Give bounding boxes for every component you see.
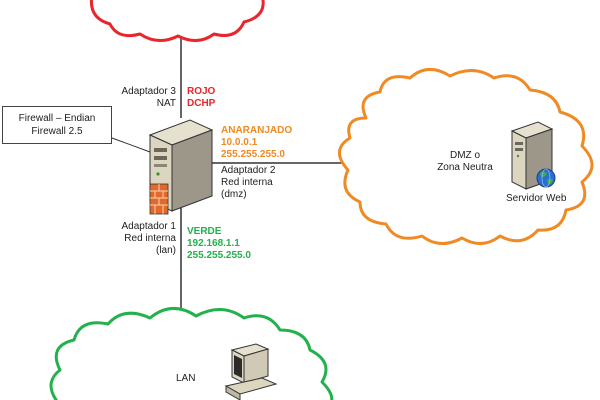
globe-icon [536, 168, 556, 188]
green-adapter-alias: (lan) [155, 245, 176, 256]
orange-interface-name: ANARANJADO [221, 125, 293, 136]
firewall-version: Firewall 2.5 [31, 126, 83, 137]
firewall-title: Firewall – Endian [18, 113, 96, 124]
dmz-label-line2: Zona Neutra [437, 162, 493, 173]
red-adapter-info: Adaptador 3 NAT [90, 86, 177, 110]
green-adapter-label: Adaptador 1 [121, 221, 177, 232]
green-interface-mask: 255.255.255.0 [187, 250, 251, 261]
orange-adapter-info: Adaptador 2 Red interna (dmz) [221, 165, 276, 201]
orange-interface-mask: 255.255.255.0 [221, 149, 285, 160]
red-interface-config: DCHP [187, 98, 216, 109]
green-adapter-network: Red interna [124, 233, 176, 244]
orange-adapter-network: Red interna [221, 177, 273, 188]
red-interface-name: ROJO [187, 86, 216, 97]
lan-label: LAN [176, 373, 196, 384]
green-interface-ip: 192.168.1.1 [187, 238, 240, 249]
lan-computer-icon [224, 343, 278, 400]
internet-cloud [89, 0, 265, 42]
dmz-cloud [338, 68, 594, 245]
lan-cloud [49, 307, 334, 400]
red-interface-info: ROJO DCHP [187, 86, 215, 110]
orange-interface-ip: 10.0.0.1 [221, 137, 258, 148]
orange-interface-info: ANARANJADO 10.0.0.1 255.255.255.0 [221, 125, 292, 161]
orange-adapter-alias: (dmz) [221, 189, 247, 200]
dmz-label-line1: DMZ o [450, 150, 480, 161]
red-adapter-mode: NAT [156, 98, 176, 109]
red-adapter-label: Adaptador 3 [121, 86, 177, 97]
green-interface-info: VERDE 192.168.1.1 255.255.255.0 [187, 226, 251, 262]
dmz-zone-label: DMZ o Zona Neutra [420, 150, 510, 174]
firewall-server-icon [148, 119, 214, 215]
connection-firewall-callout [111, 137, 151, 153]
green-interface-name: VERDE [187, 226, 222, 237]
orange-adapter-label: Adaptador 2 [221, 165, 276, 176]
firewall-callout: Firewall – Endian Firewall 2.5 [2, 106, 112, 144]
web-server-label: Servidor Web [506, 193, 567, 204]
green-adapter-info: Adaptador 1 Red interna (lan) [86, 221, 177, 257]
